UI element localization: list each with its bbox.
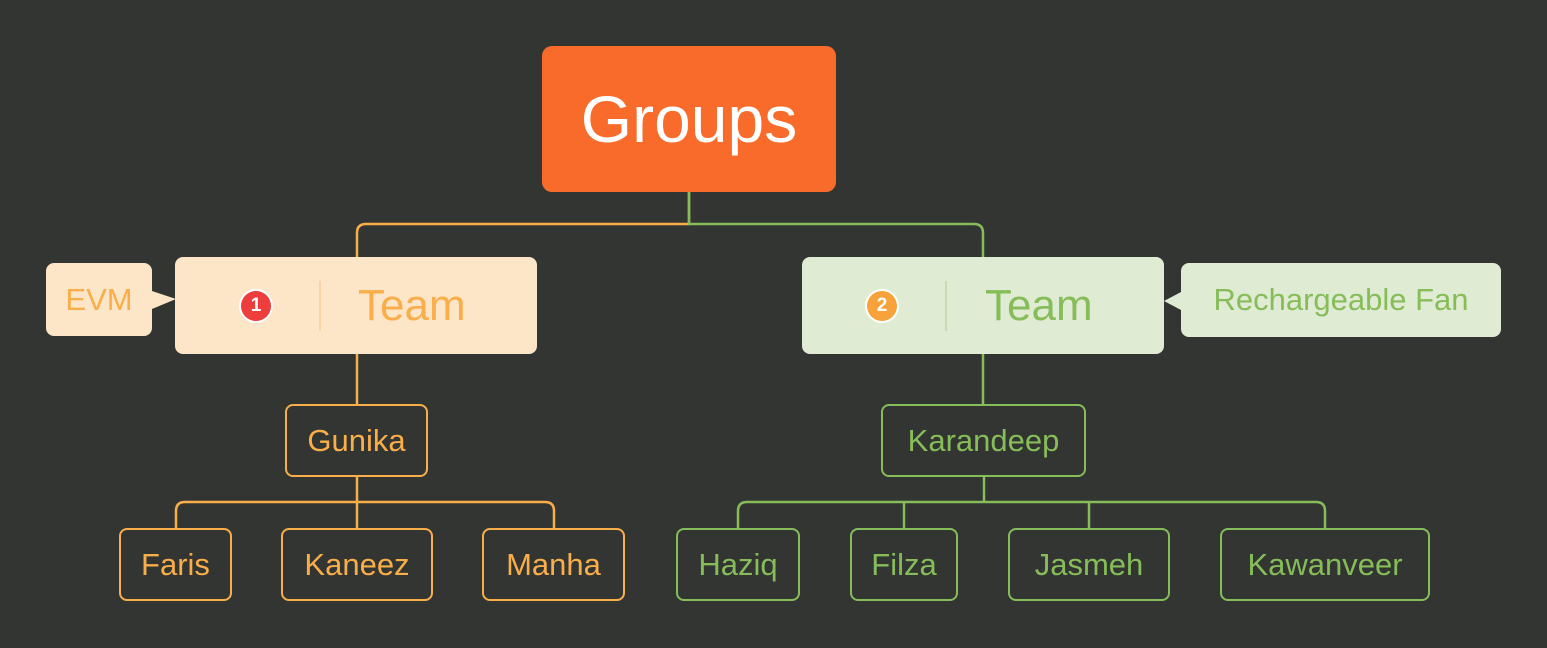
connector-root-team1 [355, 192, 691, 257]
lead-label: Gunika [307, 422, 406, 458]
lead-label: Karandeep [907, 422, 1060, 458]
member-label: Faris [141, 546, 210, 582]
priority-1-icon: 1 [241, 291, 271, 321]
member-node-filza[interactable]: Filza [850, 528, 958, 601]
divider [319, 281, 321, 331]
member-label: Jasmeh [1034, 546, 1144, 582]
root-label: Groups [580, 82, 798, 156]
callout-pointer-evm [152, 291, 176, 309]
member-node-haziq[interactable]: Haziq [676, 528, 800, 601]
connector-root-team2 [687, 192, 985, 257]
divider [945, 281, 947, 331]
member-label: Manha [506, 546, 601, 582]
lead-node-karandeep[interactable]: Karandeep [881, 404, 1086, 477]
callout-rechargeable-fan[interactable]: Rechargeable Fan [1181, 263, 1501, 337]
member-node-faris[interactable]: Faris [119, 528, 232, 601]
member-label: Kawanveer [1247, 546, 1403, 582]
callout-label: EVM [65, 281, 133, 317]
lead-node-gunika[interactable]: Gunika [285, 404, 428, 477]
root-node-groups[interactable]: Groups [542, 46, 836, 192]
member-node-manha[interactable]: Manha [482, 528, 625, 601]
team-node-2[interactable]: 2 Team [802, 257, 1164, 354]
member-node-kaneez[interactable]: Kaneez [281, 528, 433, 601]
team-label: Team [358, 280, 466, 330]
callout-label: Rechargeable Fan [1213, 282, 1469, 317]
connector-lead1-members [174, 477, 556, 528]
team-node-1[interactable]: 1 Team [175, 257, 537, 354]
team-label: Team [985, 280, 1093, 330]
callout-pointer-fan [1164, 292, 1181, 310]
member-node-kawanveer[interactable]: Kawanveer [1220, 528, 1430, 601]
member-label: Kaneez [304, 546, 410, 582]
member-label: Filza [871, 546, 937, 582]
callout-evm[interactable]: EVM [46, 263, 152, 336]
priority-2-icon: 2 [867, 291, 897, 321]
member-node-jasmeh[interactable]: Jasmeh [1008, 528, 1170, 601]
member-label: Haziq [698, 546, 778, 582]
connector-lead2-members [736, 477, 1327, 528]
